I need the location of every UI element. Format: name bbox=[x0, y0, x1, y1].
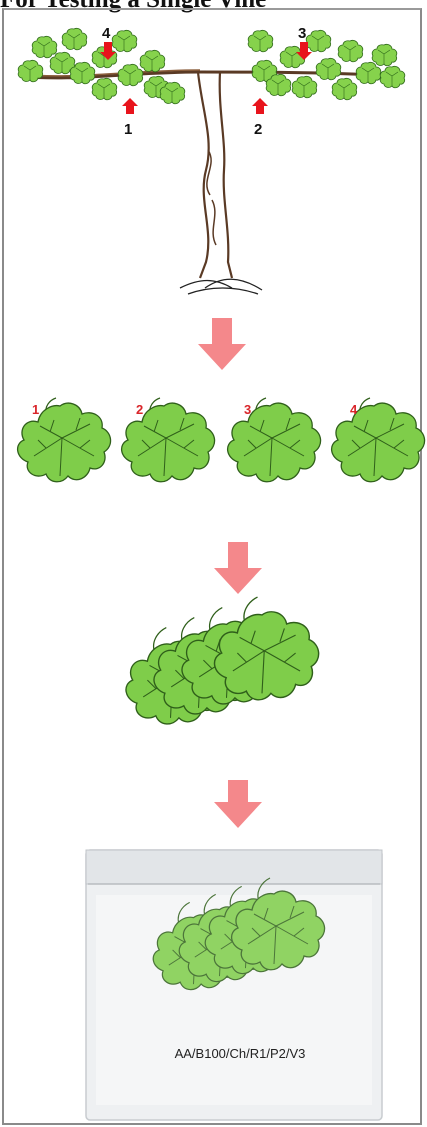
vine-canopy bbox=[18, 28, 405, 103]
leaf-3: 3 bbox=[228, 398, 321, 482]
leaf-position-marker-2: 2 bbox=[252, 98, 268, 138]
individual-leaves: 1 2 3 4 bbox=[18, 398, 425, 482]
svg-text:4: 4 bbox=[102, 25, 111, 42]
step-arrow-icon bbox=[214, 542, 262, 594]
step-arrow-icon bbox=[214, 780, 262, 828]
svg-text:3: 3 bbox=[244, 402, 251, 417]
svg-text:3: 3 bbox=[298, 25, 306, 42]
step-arrow-icon bbox=[198, 318, 246, 370]
leaf-1: 1 bbox=[18, 398, 111, 482]
grapevine-illustration: 1 2 3 4 bbox=[18, 25, 405, 294]
leaf-position-marker-1: 1 bbox=[122, 98, 138, 138]
sample-bag: AA/B100/Ch/R1/P2/V3 bbox=[86, 850, 382, 1120]
svg-text:2: 2 bbox=[254, 121, 262, 138]
leaf-2: 2 bbox=[122, 398, 215, 482]
stacked-leaves bbox=[126, 597, 319, 724]
svg-text:1: 1 bbox=[32, 402, 39, 417]
svg-text:1: 1 bbox=[124, 121, 132, 138]
svg-text:2: 2 bbox=[136, 402, 143, 417]
leaf-4: 4 bbox=[332, 398, 425, 482]
svg-text:4: 4 bbox=[350, 402, 358, 417]
bag-label: AA/B100/Ch/R1/P2/V3 bbox=[175, 1046, 306, 1061]
